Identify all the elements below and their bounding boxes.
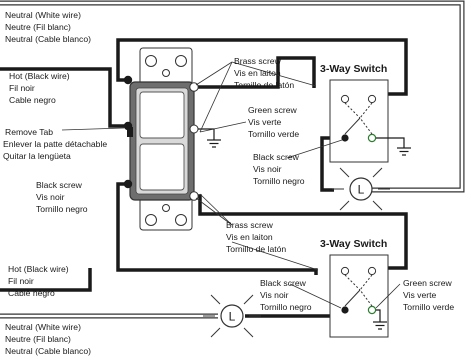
label-black-screw-mid: Black screw Vis noir Tornillo negro <box>253 152 305 186</box>
svg-text:Green screw: Green screw <box>403 278 453 288</box>
top-three-way-switch <box>329 79 411 163</box>
svg-text:Neutre (Fil blanc): Neutre (Fil blanc) <box>5 334 71 344</box>
switch-top-title: 3-Way Switch <box>320 63 387 75</box>
switch-contact-icon <box>344 102 373 135</box>
svg-text:Vis verte: Vis verte <box>403 290 436 300</box>
svg-text:Quitar la lengüeta: Quitar la lengüeta <box>3 151 71 161</box>
svg-text:Brass screw: Brass screw <box>234 56 282 66</box>
label-brass-screw-bottom: Brass screw Vis en laiton Tornillo de la… <box>226 220 286 254</box>
lamp-letter: L <box>229 310 236 324</box>
svg-text:Vis en laiton: Vis en laiton <box>226 232 273 242</box>
svg-text:Neutral (White wire): Neutral (White wire) <box>5 322 81 332</box>
svg-text:Tornillo de latón: Tornillo de latón <box>226 244 286 254</box>
svg-text:Brass screw: Brass screw <box>226 220 274 230</box>
double-switch-device <box>127 47 195 231</box>
ground-icon <box>376 137 411 156</box>
svg-text:Cable negro: Cable negro <box>8 288 55 298</box>
leader-lines <box>61 61 401 309</box>
svg-text:Neutral (Cable blanco): Neutral (Cable blanco) <box>5 34 91 44</box>
lamp-icon-top: L <box>332 167 390 211</box>
label-black-screw-left: Black screw Vis noir Tornillo negro <box>36 180 88 214</box>
svg-text:Tornillo negro: Tornillo negro <box>260 302 312 312</box>
neutral-wire-top <box>0 0 465 193</box>
svg-text:Neutre (Fil blanc): Neutre (Fil blanc) <box>5 22 71 32</box>
switch-bottom-title: 3-Way Switch <box>320 238 387 250</box>
lamp-letter: L <box>358 183 365 197</box>
svg-text:Vis noir: Vis noir <box>260 290 289 300</box>
label-hot-top: Hot (Black wire) Fil noir Cable negro <box>9 71 70 105</box>
svg-text:Hot (Black wire): Hot (Black wire) <box>8 264 69 274</box>
label-hot-bottom: Hot (Black wire) Fil noir Cable negro <box>8 264 69 298</box>
label-green-screw-bottom: Green screw Vis verte Tornillo verde <box>403 278 454 312</box>
svg-text:Black screw: Black screw <box>36 180 83 190</box>
label-remove-tab: Remove Tab Enlever la patte détachable Q… <box>3 127 107 161</box>
svg-text:Black screw: Black screw <box>260 278 307 288</box>
svg-text:Black screw: Black screw <box>253 152 300 162</box>
svg-text:Vis noir: Vis noir <box>36 192 65 202</box>
ground-icon <box>373 309 387 330</box>
svg-text:Neutral (Cable blanco): Neutral (Cable blanco) <box>5 346 91 356</box>
bottom-three-way-switch <box>329 254 389 338</box>
svg-text:Neutral (White wire): Neutral (White wire) <box>5 10 81 20</box>
svg-text:Tornillo negro: Tornillo negro <box>36 204 88 214</box>
switch-contact-icon <box>344 274 373 307</box>
svg-text:Green screw: Green screw <box>248 105 298 115</box>
svg-text:Vis verte: Vis verte <box>248 117 281 127</box>
label-neutral-top: Neutral (White wire) Neutre (Fil blanc) … <box>5 10 91 44</box>
svg-text:Fil noir: Fil noir <box>8 276 34 286</box>
label-brass-screw-top: Brass screw Vis en laiton Tornillo de la… <box>234 56 294 90</box>
svg-text:Tornillo verde: Tornillo verde <box>403 302 454 312</box>
svg-text:Tornillo de latón: Tornillo de latón <box>234 80 294 90</box>
svg-text:Vis en laiton: Vis en laiton <box>234 68 281 78</box>
label-green-screw-mid: Green screw Vis verte Tornillo verde <box>248 105 299 139</box>
svg-text:Tornillo negro: Tornillo negro <box>253 176 305 186</box>
svg-text:Tornillo verde: Tornillo verde <box>248 129 299 139</box>
svg-text:Hot (Black wire): Hot (Black wire) <box>9 71 70 81</box>
label-neutral-bottom: Neutral (White wire) Neutre (Fil blanc) … <box>5 322 91 356</box>
lamp-icon-bottom: L <box>203 294 261 338</box>
svg-text:Enlever la patte détachable: Enlever la patte détachable <box>3 139 107 149</box>
svg-text:Vis noir: Vis noir <box>253 164 282 174</box>
svg-text:Cable negro: Cable negro <box>9 95 56 105</box>
label-black-screw-bottom: Black screw Vis noir Tornillo negro <box>260 278 312 312</box>
svg-text:Fil noir: Fil noir <box>9 83 35 93</box>
svg-text:Remove Tab: Remove Tab <box>5 127 53 137</box>
